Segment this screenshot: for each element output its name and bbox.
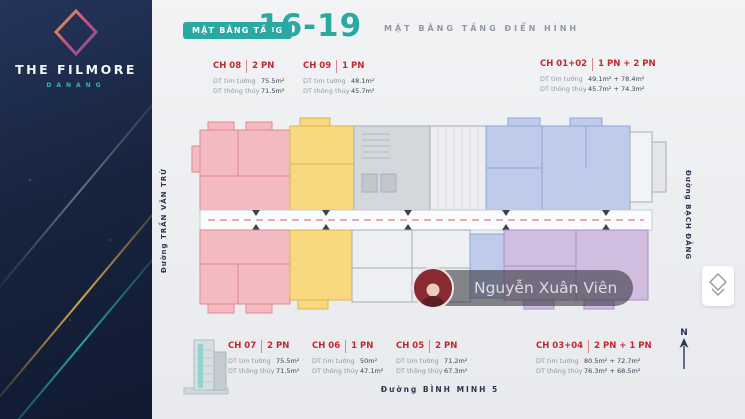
area-gross-label: DT tim tường [213,77,256,86]
watermark-name: Nguyễn Xuân Viên [474,279,618,297]
brand-city: DANANG [46,82,106,89]
area-gross-label: DT tim tường [396,357,439,366]
area-net-label: DT thông thủy [540,85,587,94]
unit-card-ch05: CH 05 2 PN DT tim tường 71.2m² DT thông th… [396,340,467,376]
street-right: Đường BẠCH ĐẰNG [684,170,692,261]
area-net-value: 45.7m² + 74.3m² [588,85,645,94]
unit-type: 1 PN + 2 PN [592,58,656,72]
diamond-logo-icon [702,266,734,306]
unit-type: 2 PN [429,340,457,354]
area-gross-value: 75.5m² [276,357,300,366]
area-net-label: DT thông thủy [396,367,443,376]
area-net-value: 67.3m² [444,367,468,376]
area-net-value: 45.7m² [351,87,375,96]
area-gross-value: 75.5m² [261,77,285,86]
area-gross-label: DT tim tường [303,77,346,86]
compass-icon: N [672,328,696,374]
building-illustration-icon [176,334,232,402]
brand-name: THE FILMORE [15,62,137,77]
core-area [353,125,431,211]
area-net-value: 76.3m² + 68.5m² [584,367,641,376]
area-gross-value: 80.5m² + 72.7m² [584,357,641,366]
section-arrow-icons [252,210,610,230]
unit-id: CH 08 [213,61,242,71]
area-gross-value: 48.1m² [351,77,375,86]
area-gross-value: 71.2m² [444,357,468,366]
unit-id: CH 07 [228,341,257,351]
area-net-value: 47.1m² [360,367,384,376]
street-bottom: Đường BÌNH MINH 5 [380,385,500,394]
unit-card-ch07: CH 07 2 PN DT tim tường 75.5m² DT thông th… [228,340,299,376]
area-net-value: 71.5m² [276,367,300,376]
unit-ch07-area [199,229,291,305]
area-gross-value: 50m² [360,357,378,366]
plan-subtitle: MẶT BẰNG TẦNG ĐIỂN HÌNH [384,24,580,33]
area-gross-value: 49.1m² + 78.4m² [588,75,645,84]
unit-card-ch06: CH 06 1 PN DT tim tường 50m² DT thông thủy… [312,340,383,376]
area-net-label: DT thông thủy [228,367,275,376]
unit-ch09-area [289,125,355,211]
brand-panel: THE FILMORE DANANG [0,0,152,419]
unit-type: 2 PN [261,340,289,354]
area-gross-label: DT tim tường [536,357,579,366]
area-net-value: 71.5m² [261,87,285,96]
floor-badge: MẶT BẰNG TẦNG [183,22,293,39]
area-gross-label: DT tim tường [312,357,355,366]
unit-card-ch0102: CH 01+02 1 PN + 2 PN DT tim tường 49.1m² +… [540,58,656,94]
unit-id: CH 01+02 [540,59,588,69]
unit-type: 1 PN [336,60,364,74]
area-net-label: DT thông thủy [312,367,359,376]
area-net-label: DT thông thủy [536,367,583,376]
area-gross-label: DT tim tường [228,357,271,366]
unit-card-ch0304: CH 03+04 2 PN + 1 PN DT tim tường 80.5m² +… [536,340,652,376]
unit-id: CH 09 [303,61,332,71]
unit-id: CH 06 [312,341,341,351]
compass-label: N [680,328,688,338]
watermark-pill: Nguyễn Xuân Viên [430,270,634,306]
filmore-logo-icon [0,8,152,62]
street-left: Đường TRẦN VĂN TRỨ [160,168,168,274]
area-gross-label: DT tim tường [540,75,583,84]
unit-id: CH 05 [396,341,425,351]
area-net-label: DT thông thủy [213,87,260,96]
unit-type: 2 PN + 1 PN [588,340,652,354]
unit-type: 2 PN [246,60,274,74]
area-net-label: DT thông thủy [303,87,350,96]
floor-range: 16-19 [258,8,363,44]
unit-id: CH 03+04 [536,341,584,351]
avatar [412,267,454,309]
unit-ch06-area [289,229,353,301]
unit-type: 1 PN [345,340,373,354]
unit-ch08-area [199,129,291,211]
unit-card-ch08: CH 08 2 PN DT tim tường 75.5m² DT thông th… [213,60,284,96]
unit-card-ch09: CH 09 1 PN DT tim tường 48.1m² DT thông th… [303,60,374,96]
